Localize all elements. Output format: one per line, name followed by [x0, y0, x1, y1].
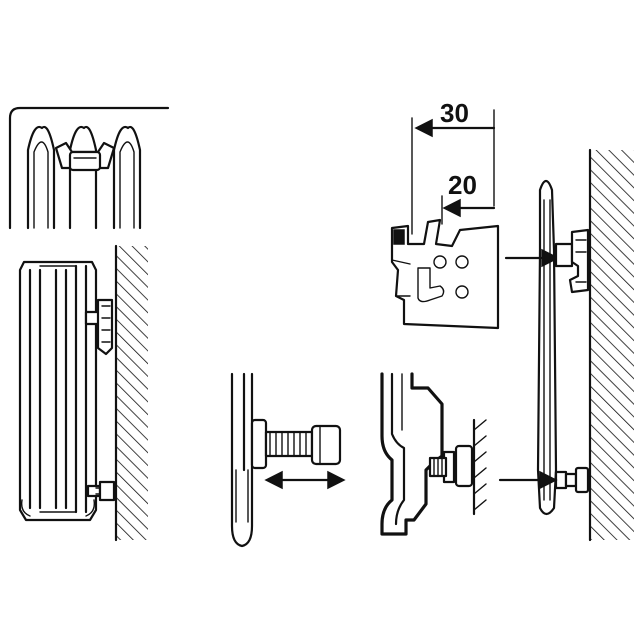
foot-engaged-detail [380, 372, 487, 536]
right-top-bracket [554, 228, 590, 294]
radiator-side-view [18, 244, 148, 542]
dimension-30: 30 [411, 98, 496, 235]
radiator-top-view [8, 106, 170, 230]
wing-clip [54, 141, 116, 172]
arrow-to-bottom-bracket [539, 470, 558, 490]
adjustable-foot-detail [230, 372, 346, 548]
mounting-bracket [390, 218, 500, 330]
dimension-30-label: 30 [440, 98, 469, 128]
radiator-mounted-view [498, 148, 634, 542]
dimension-20-label: 20 [448, 170, 477, 200]
bracket-dimension-view: 30 20 [390, 98, 560, 330]
adjustment-arrow [264, 470, 346, 490]
bottom-bracket [86, 480, 116, 502]
right-bottom-bracket [554, 466, 590, 494]
top-bracket [84, 298, 114, 356]
wall-hatch [116, 246, 148, 540]
right-wall-hatch [590, 150, 634, 540]
dimension-20: 20 [441, 170, 496, 225]
